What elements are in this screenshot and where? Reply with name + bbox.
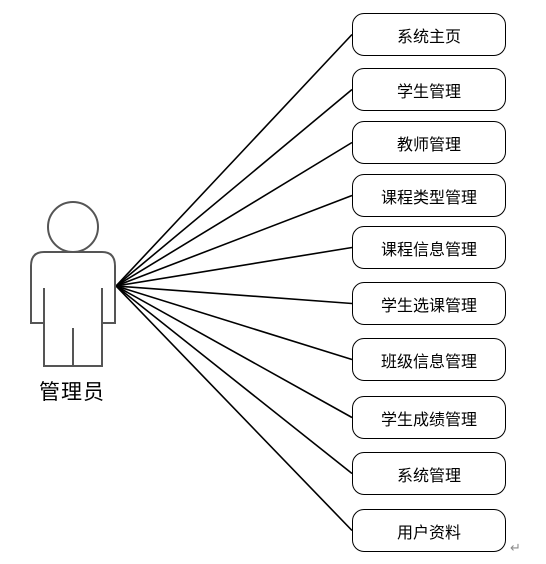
person-icon <box>30 201 116 367</box>
actor-body <box>30 251 116 367</box>
use-case-grade-management[interactable]: 学生成绩管理 <box>352 396 506 439</box>
use-case-student-management[interactable]: 学生管理 <box>352 68 506 111</box>
use-case-system-management[interactable]: 系统管理 <box>352 452 506 495</box>
use-case-teacher-management[interactable]: 教师管理 <box>352 121 506 164</box>
connector-line <box>115 246 353 287</box>
use-case-home[interactable]: 系统主页 <box>352 13 506 56</box>
actor-head <box>47 201 99 253</box>
connector-line <box>115 285 353 419</box>
use-case-user-profile[interactable]: 用户资料 <box>352 509 506 552</box>
actor-label: 管理员 <box>39 380 105 404</box>
connector-lines <box>115 33 353 532</box>
use-case-course-type-management[interactable]: 课程类型管理 <box>352 174 506 217</box>
connector-line <box>115 141 353 287</box>
paragraph-mark: ↵ <box>510 541 521 556</box>
use-case-course-info-management[interactable]: 课程信息管理 <box>352 226 506 269</box>
connector-line <box>115 285 353 475</box>
connector-line <box>115 194 353 287</box>
connector-line <box>115 285 353 305</box>
use-case-course-selection-management[interactable]: 学生选课管理 <box>352 282 506 325</box>
use-case-class-info-management[interactable]: 班级信息管理 <box>352 338 506 381</box>
connector-line <box>115 88 353 287</box>
connector-line <box>115 285 353 532</box>
connector-line <box>115 285 353 361</box>
connector-line <box>115 33 353 287</box>
